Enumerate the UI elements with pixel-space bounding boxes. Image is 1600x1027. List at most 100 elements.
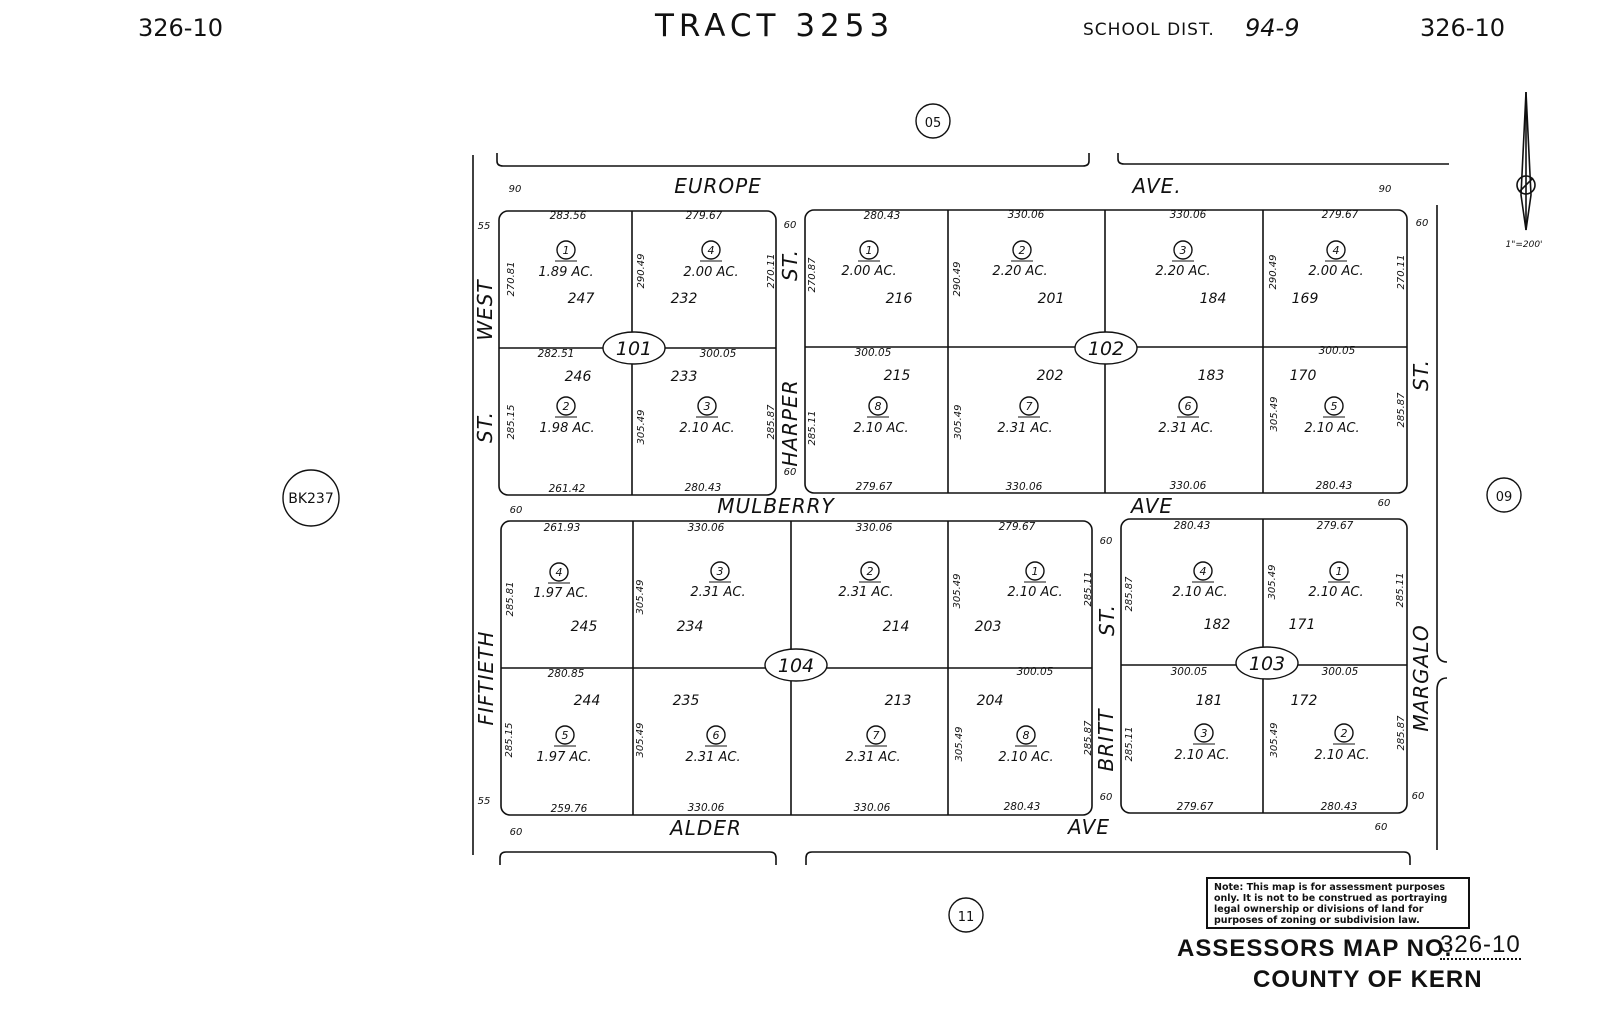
lot-dimension: 280.43 xyxy=(1174,520,1211,532)
lot-dimension: 279.67 xyxy=(1317,520,1354,532)
lot-number: 5 xyxy=(562,729,569,742)
street-name-west-1: WEST xyxy=(473,279,497,341)
lot-acreage: 1.98 AC. xyxy=(539,421,594,436)
lot-acreage: 2.10 AC. xyxy=(1308,585,1363,600)
lot-acreage: 2.10 AC. xyxy=(998,750,1053,765)
lot-dimension: 279.67 xyxy=(856,481,893,493)
lot-number: 8 xyxy=(1023,729,1030,742)
lot-number-circle xyxy=(1334,723,1354,743)
lot-number-circle xyxy=(697,396,717,416)
lot-acreage: 1.89 AC. xyxy=(538,265,593,280)
lot-number: 2 xyxy=(867,565,874,578)
lot-dimension-vertical: 305.49 xyxy=(954,727,965,762)
lot-number: 7 xyxy=(873,729,880,742)
street-name-alder-1: ALDER xyxy=(668,816,742,840)
lot-dimension-vertical: 305.49 xyxy=(635,723,646,758)
lot-number: 2 xyxy=(563,400,570,413)
street-width: 60 xyxy=(1416,218,1429,229)
lot-number-circle xyxy=(556,240,576,260)
lot-dimension-vertical: 285.87 xyxy=(1124,576,1135,612)
street-width: 60 xyxy=(784,467,797,478)
parcel-number: 216 xyxy=(886,291,913,307)
lot-number-circle xyxy=(706,725,726,745)
lot-number: 4 xyxy=(1333,244,1340,257)
street-name-west-2: ST. xyxy=(473,411,497,443)
lot-dimension: 280.43 xyxy=(1321,801,1358,813)
lot-number-circle xyxy=(1012,240,1032,260)
lot-dimension: 279.67 xyxy=(1322,209,1359,221)
lot-number-circle xyxy=(1178,396,1198,416)
parcel-number: 232 xyxy=(671,291,698,307)
lot-dimension-vertical: 305.49 xyxy=(952,574,963,609)
lot-number: 3 xyxy=(1180,244,1187,257)
lot-acreage: 2.31 AC. xyxy=(838,585,893,600)
adjacent-map-11 xyxy=(948,897,984,933)
page-number-right: 326-10 xyxy=(1420,14,1506,42)
lot-number-circle xyxy=(556,396,576,416)
lot-number: 4 xyxy=(708,244,715,257)
adjacent-map-number: 05 xyxy=(925,116,942,131)
lot-acreage: 2.10 AC. xyxy=(1314,748,1369,763)
lot-dimension: 300.05 xyxy=(1322,666,1359,678)
lot-number: 4 xyxy=(1200,565,1207,578)
lot-dimension: 330.06 xyxy=(688,802,725,814)
street-width: 60 xyxy=(784,220,797,231)
parcel-number: 181 xyxy=(1196,693,1223,709)
lot-dimension-vertical: 270.81 xyxy=(506,262,517,297)
adjacent-map-05 xyxy=(915,103,951,139)
lot-dimension: 330.06 xyxy=(854,802,891,814)
lot-dimension: 330.06 xyxy=(688,522,725,534)
street-name-harper-1: HARPER xyxy=(778,379,802,466)
parcel-number: 170 xyxy=(1290,368,1317,384)
lot-dimension-vertical: 285.15 xyxy=(506,405,517,440)
lot-dimension-vertical: 305.49 xyxy=(1269,397,1280,432)
lot-number-circle xyxy=(555,725,575,745)
lot-dimension: 300.05 xyxy=(1017,666,1054,678)
lot-dimension: 259.76 xyxy=(551,803,588,815)
street-width: 60 xyxy=(1100,792,1113,803)
lot-dimension-vertical: 305.49 xyxy=(1267,565,1278,600)
street-width: 55 xyxy=(478,796,491,807)
lot-number-circle xyxy=(1019,396,1039,416)
parcel-number: 214 xyxy=(883,619,910,635)
block-102-ellipse xyxy=(1074,331,1138,365)
lot-dimension: 283.56 xyxy=(550,210,587,222)
lot-acreage: 2.31 AC. xyxy=(1158,421,1213,436)
lot-number-circle xyxy=(859,240,879,260)
lot-number-circle xyxy=(1193,561,1213,581)
lot-dimension: 330.06 xyxy=(1170,480,1207,492)
lot-acreage: 2.20 AC. xyxy=(1155,264,1210,279)
school-district-label: SCHOOL DIST. xyxy=(1083,20,1215,40)
lot-dimension: 280.43 xyxy=(1316,480,1353,492)
block-103-ellipse xyxy=(1235,646,1299,680)
lot-number: 7 xyxy=(1026,400,1033,413)
adjacent-map-number: 11 xyxy=(958,910,975,925)
lot-dimension: 261.42 xyxy=(549,483,586,495)
lot-acreage: 2.10 AC. xyxy=(1007,585,1062,600)
adjacent-book-237 xyxy=(282,469,340,527)
lot-dimension-vertical: 285.11 xyxy=(1083,572,1094,607)
assessors-map-number: 326-10 xyxy=(1440,931,1521,960)
lot-dimension: 330.06 xyxy=(856,522,893,534)
parcel-number: 169 xyxy=(1292,291,1319,307)
county-name: COUNTY OF KERN xyxy=(1253,966,1483,993)
lot-dimension-vertical: 270.11 xyxy=(766,254,777,289)
lot-dimension-vertical: 270.11 xyxy=(1396,255,1407,290)
lot-acreage: 2.10 AC. xyxy=(1174,748,1229,763)
lot-acreage: 1.97 AC. xyxy=(533,586,588,601)
lot-dimension-vertical: 290.49 xyxy=(952,262,963,297)
lot-acreage: 2.10 AC. xyxy=(1172,585,1227,600)
lot-number-circle xyxy=(1324,396,1344,416)
lot-dimension-vertical: 305.49 xyxy=(635,580,646,615)
assessment-disclaimer-note: Note: This map is for assessment purpose… xyxy=(1206,877,1470,929)
street-name-mulberry-1: MULBERRY xyxy=(717,494,835,518)
block-101-ellipse xyxy=(602,331,666,365)
parcel-number: 233 xyxy=(671,369,698,385)
block-number: 101 xyxy=(616,338,652,360)
lot-number-circle xyxy=(1173,240,1193,260)
lot-number-circle xyxy=(1025,561,1045,581)
lot-acreage: 2.31 AC. xyxy=(685,750,740,765)
lot-number: 3 xyxy=(717,565,724,578)
parcel-number: 213 xyxy=(885,693,912,709)
lot-number: 3 xyxy=(1201,727,1208,740)
